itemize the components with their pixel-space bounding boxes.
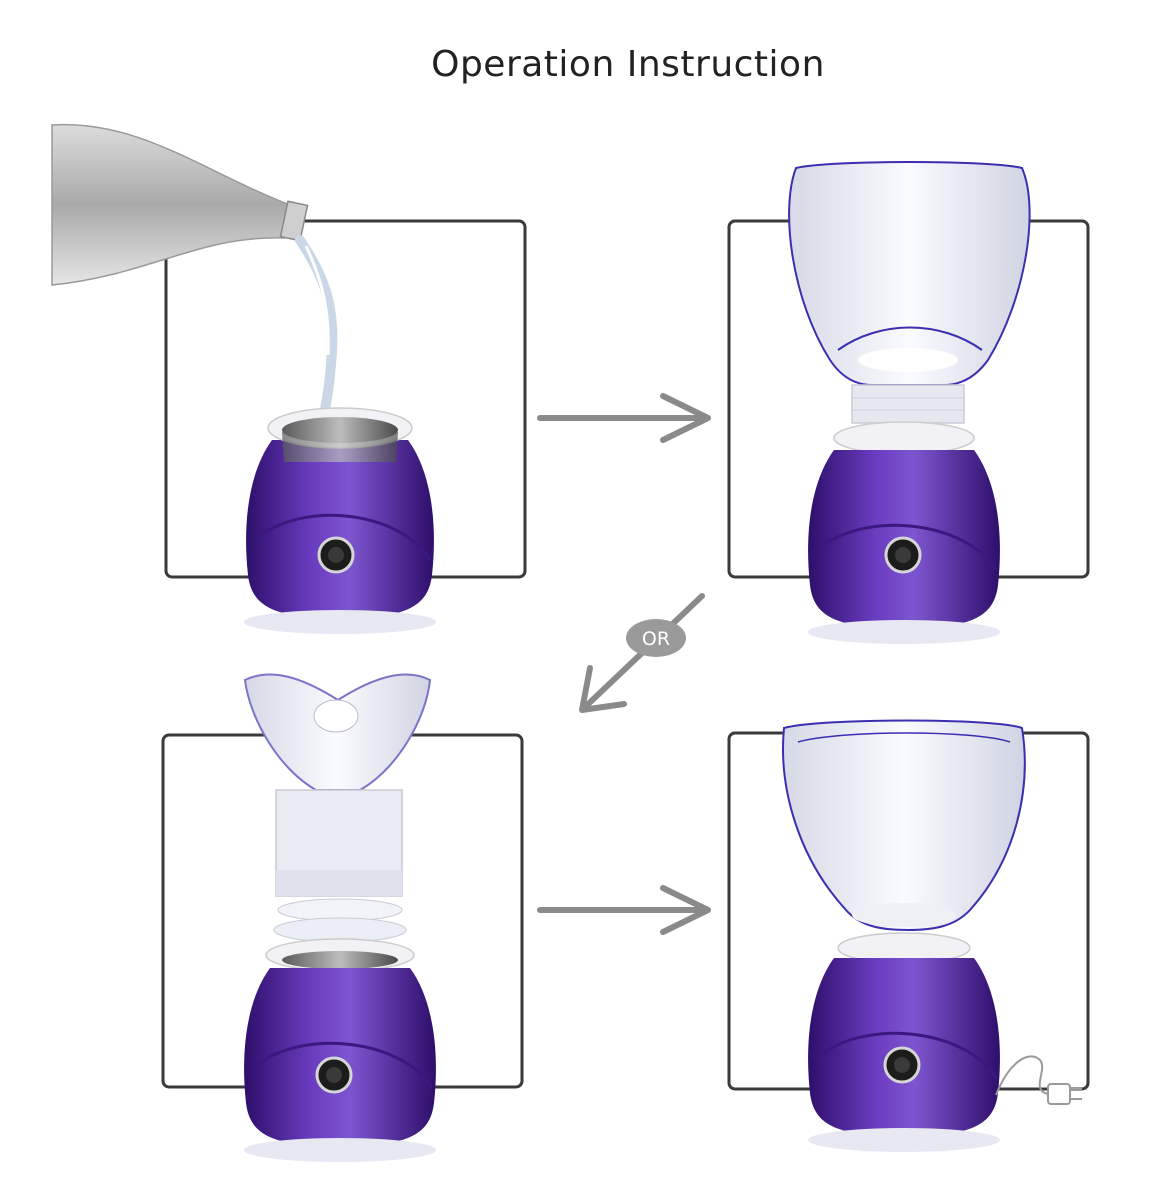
arrow-right-icon — [537, 393, 711, 443]
steamer-assembled-icon — [782, 719, 1082, 1152]
arrow-right-icon — [537, 885, 711, 935]
power-plug-icon — [995, 1055, 1082, 1105]
steamer-with-water-icon — [51, 123, 436, 634]
steamer-with-face-mask-icon — [788, 161, 1031, 644]
steamer-with-nose-mask-icon — [243, 673, 436, 1162]
or-label: OR — [642, 628, 670, 650]
or-badge: OR — [626, 619, 686, 657]
page-title: Operation Instruction — [431, 44, 825, 85]
